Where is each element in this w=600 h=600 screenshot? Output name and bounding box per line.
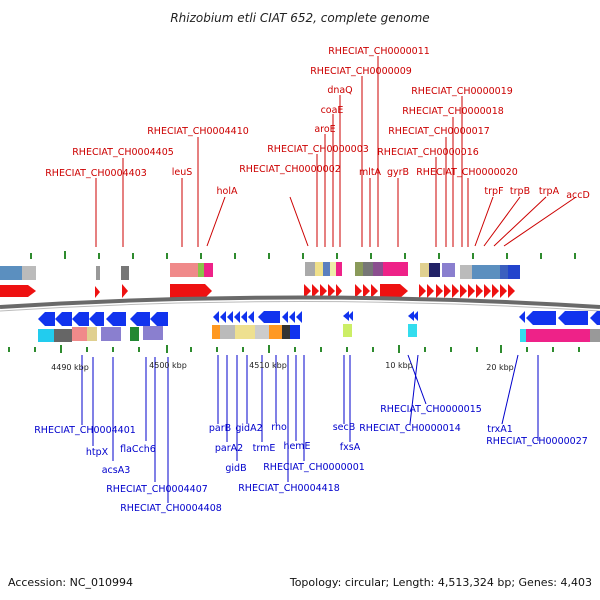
scale-labels: 4490 kbp 4500 kbp 4510 kbp 10 kbp 20 kbp (51, 361, 514, 372)
gene-label[interactable]: trpB (510, 186, 530, 197)
accession-text: Accession: NC_010994 (8, 576, 133, 589)
gene-label[interactable]: htpX (86, 447, 109, 458)
gene-label[interactable]: RHECIAT_CH0004401 (34, 425, 136, 436)
gene-label[interactable]: hemE (283, 441, 310, 452)
gene-label[interactable]: holA (217, 186, 238, 197)
gene-label[interactable]: RHECIAT_CH0000001 (263, 462, 365, 473)
gene-label[interactable]: dnaQ (327, 85, 352, 96)
top-feature-blocks (0, 262, 520, 280)
gene-label[interactable]: RHECIAT_CH0000027 (486, 436, 588, 447)
gene-label[interactable]: coaE (321, 105, 344, 116)
gene-label[interactable]: leuS (172, 167, 193, 178)
top-gene-labels: RHECIAT_CH0000011 RHECIAT_CH0000009 dnaQ… (45, 46, 590, 201)
gene-label[interactable]: gidA2 (235, 423, 262, 434)
bottom-strand-arrows (38, 311, 600, 326)
gene-label[interactable]: trpA (539, 186, 560, 197)
gene-label[interactable]: RHECIAT_CH0004418 (238, 483, 340, 494)
map-title: Rhizobium etli CIAT 652, complete genome (170, 11, 429, 25)
gene-label[interactable]: RHECIAT_CH0004407 (106, 484, 208, 495)
gene-label[interactable]: gidB (225, 463, 246, 474)
gene-label[interactable]: RHECIAT_CH0000002 (239, 164, 341, 175)
top-leader-lines (95, 56, 577, 247)
gene-label[interactable]: RHECIAT_CH0000014 (359, 423, 461, 434)
scale-label: 10 kbp (385, 361, 413, 370)
gene-label[interactable]: parA2 (215, 443, 243, 454)
scale-label: 4500 kbp (149, 361, 187, 370)
genome-backbone (0, 295, 600, 309)
gene-label[interactable]: trpF (484, 186, 503, 197)
bottom-leader-lines (81, 354, 539, 503)
gene-label[interactable]: RHECIAT_CH0004408 (120, 503, 222, 514)
bottom-feature-blocks (38, 324, 600, 342)
gene-label[interactable]: rho (271, 422, 287, 433)
gene-label[interactable]: RHECIAT_CH0004405 (72, 147, 174, 158)
gene-label[interactable]: RHECIAT_CH0000015 (380, 404, 482, 415)
gene-label[interactable]: mltA (359, 167, 382, 178)
gene-label[interactable]: RHECIAT_CH0000011 (328, 46, 430, 57)
gene-label[interactable]: trxA1 (487, 424, 513, 435)
gene-label[interactable]: RHECIAT_CH0004410 (147, 126, 249, 137)
scale-label: 4490 kbp (51, 363, 89, 372)
gene-label[interactable]: secB (333, 422, 356, 433)
topology-text: Topology: circular; Length: 4,513,324 bp… (289, 576, 592, 589)
gene-label[interactable]: trmE (253, 443, 276, 454)
gene-label[interactable]: acsA3 (102, 465, 131, 476)
bottom-gene-labels: RHECIAT_CH0004401 htpX acsA3 flaCch6 RHE… (34, 404, 588, 514)
gene-label[interactable]: fxsA (340, 442, 361, 453)
gene-label[interactable]: gyrB (387, 167, 409, 178)
gene-label[interactable]: RHECIAT_CH0000016 (377, 147, 479, 158)
tick-marks (8, 251, 580, 353)
gene-label[interactable]: RHECIAT_CH0000018 (402, 106, 504, 117)
gene-label[interactable]: RHECIAT_CH0000019 (411, 86, 513, 97)
scale-label: 20 kbp (486, 363, 514, 372)
gene-label[interactable]: RHECIAT_CH0000017 (388, 126, 490, 137)
gene-label[interactable]: RHECIAT_CH0000003 (267, 144, 369, 155)
gene-label[interactable]: flaCch6 (120, 444, 156, 455)
gene-label[interactable]: RHECIAT_CH0000009 (310, 66, 412, 77)
gene-label[interactable]: parB (209, 423, 231, 434)
gene-label[interactable]: accD (566, 190, 590, 201)
gene-label[interactable]: aroE (314, 124, 335, 135)
scale-label: 4510 kbp (249, 361, 287, 370)
gene-label[interactable]: RHECIAT_CH0004403 (45, 168, 147, 179)
top-strand-arrows (0, 284, 515, 298)
gene-label[interactable]: RHECIAT_CH0000020 (416, 167, 518, 178)
